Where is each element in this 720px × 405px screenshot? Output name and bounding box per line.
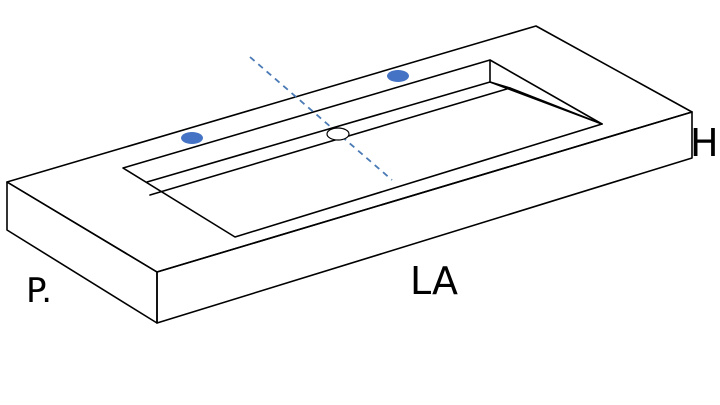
slab-top-face <box>6 25 693 273</box>
center-axis-line <box>249 56 393 181</box>
height-label: H <box>690 121 719 165</box>
basin-floor-edge <box>149 87 603 196</box>
length-label: LA <box>410 259 459 303</box>
tap-hole-left <box>181 132 203 144</box>
depth-label: P. <box>26 271 53 311</box>
slab-side-face <box>6 181 158 324</box>
tap-hole-right <box>387 70 409 82</box>
drain-hole <box>326 127 350 141</box>
